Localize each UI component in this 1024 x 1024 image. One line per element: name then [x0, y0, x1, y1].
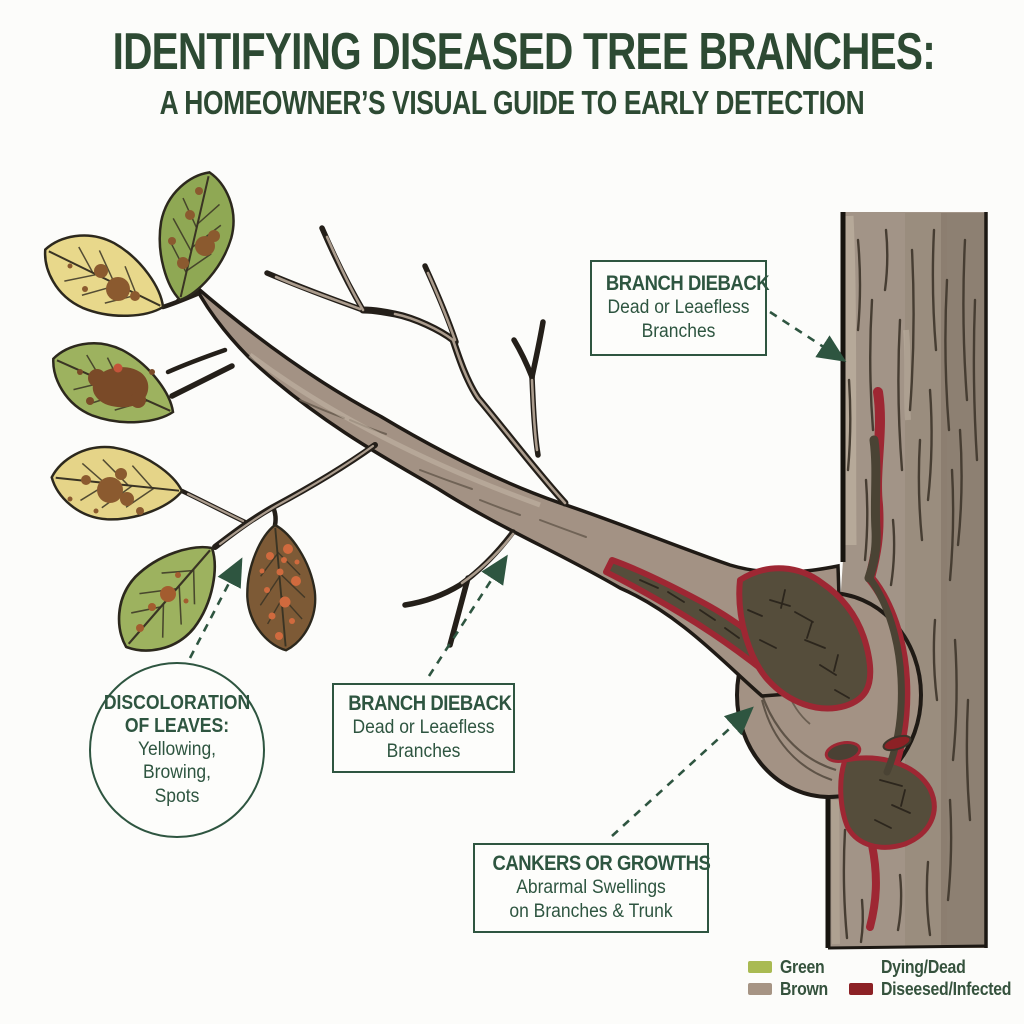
brown-swatch — [748, 983, 772, 995]
page-title: IDENTIFYING DISEASED TREE BRANCHES: A HO… — [0, 26, 1024, 122]
callout-discoloration: DISCOLORATION OF LEAVES: Yellowing, Brow… — [89, 662, 265, 838]
title-line1: IDENTIFYING DISEASED TREE BRANCHES: — [112, 23, 936, 81]
leaf-blotch — [77, 367, 155, 408]
lenticels — [824, 734, 912, 763]
red-swatch — [848, 983, 873, 995]
callout-line: Spots — [154, 785, 200, 807]
legend-item-diseased: Diseesed/Infected — [848, 978, 1024, 999]
bare-twigs — [169, 225, 569, 648]
callout-branch-dieback-top: BRANCH DIEBACK Dead or Leaefless Branche… — [590, 260, 770, 356]
legend-label: Diseesed/Infected — [880, 978, 1011, 999]
rust-spots — [259, 544, 301, 640]
legend-label: Green — [780, 956, 825, 977]
legend-item-green: Green — [748, 956, 835, 977]
pointer-arrows — [188, 310, 847, 837]
callout-line: Browing, — [142, 762, 211, 784]
callout-line: Branches — [386, 741, 461, 762]
legend-label: Dying/Dead — [880, 956, 966, 977]
leaf-yellowing — [28, 215, 181, 341]
leaf-twigs — [160, 289, 378, 550]
canker-lesions — [603, 387, 937, 931]
arrow-discoloration — [188, 557, 243, 659]
title-line2: A HOMEOWNER’S VISUAL GUIDE TO EARLY DETE… — [159, 84, 865, 121]
callout-branch-dieback-mid: BRANCH DIEBACK Dead or Leaefless Branche… — [332, 683, 515, 773]
diseased-leaves — [28, 163, 321, 674]
green-swatch — [748, 961, 772, 973]
empty-swatch — [849, 961, 873, 973]
callout-line: Dead or Leaefless — [607, 297, 750, 319]
callout-heading: OF LEAVES: — [124, 715, 230, 738]
callout-cankers: CANKERS OR GROWTHS Abrarmal Swellings on… — [473, 843, 711, 933]
legend-label: Brown — [780, 978, 828, 999]
color-legend: Green Dying/Dead Brown Diseesed/Infected — [748, 956, 1024, 999]
arrow-cankers — [611, 706, 754, 837]
legend-item-dying-dead: Dying/Dead — [849, 956, 1024, 977]
bark-lines — [842, 228, 979, 944]
callout-heading: DISCOLORATION — [103, 692, 251, 715]
arrow-dieback-top — [769, 310, 847, 362]
callout-line: Branches — [641, 321, 716, 342]
callout-line: on Branches & Trunk — [509, 901, 673, 922]
leaf-green-spotted — [143, 163, 246, 310]
legend-item-brown: Brown — [748, 978, 835, 999]
callout-heading: BRANCH DIEBACK — [605, 272, 770, 296]
callout-line: Abrarmal Swellings — [516, 877, 666, 899]
callout-line: Dead or Leaefless — [352, 717, 495, 739]
leaf-spots — [67, 187, 220, 515]
callout-heading: CANKERS OR GROWTHS — [492, 852, 711, 876]
callout-heading: BRANCH DIEBACK — [348, 692, 512, 716]
callout-line: Yellowing, — [137, 739, 217, 761]
